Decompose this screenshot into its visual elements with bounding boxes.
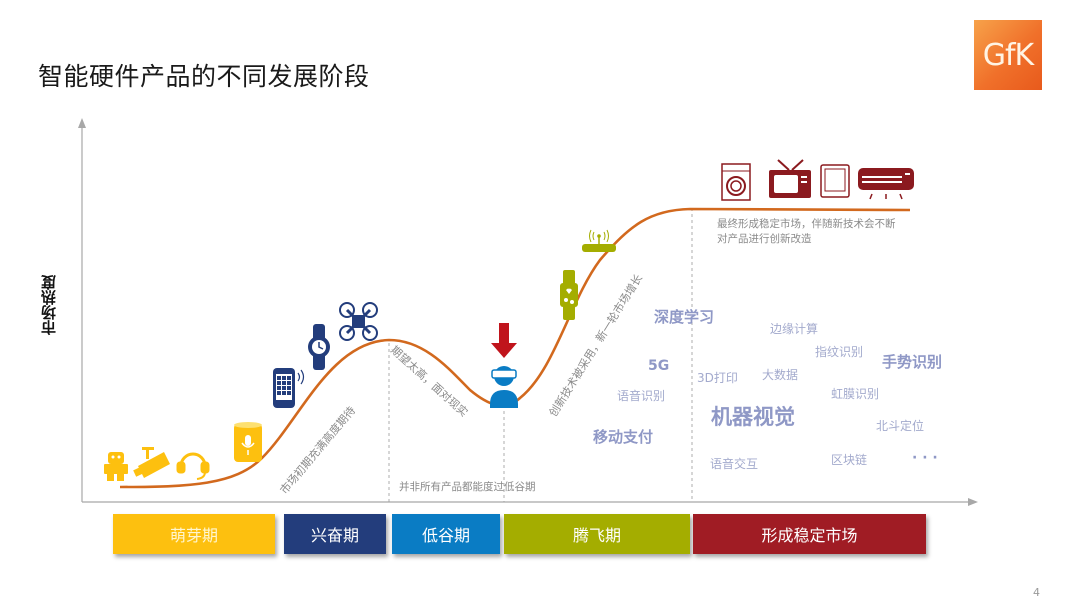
stage-dividers xyxy=(388,208,693,502)
technology-term: 手势识别 xyxy=(882,353,943,371)
tv-icon xyxy=(769,159,811,198)
stage-label: 形成稳定市场 xyxy=(761,526,858,545)
down-arrow-icon xyxy=(491,323,517,358)
smart-speaker-icon xyxy=(234,422,262,462)
technology-term: 语音识别 xyxy=(617,389,666,403)
headset-icon xyxy=(176,452,210,480)
smartwatch-icon xyxy=(273,368,305,408)
stage-3: 低谷期 xyxy=(392,514,500,554)
technology-term: 北斗定位 xyxy=(876,419,925,433)
stage-1: 萌芽期 xyxy=(113,514,275,554)
technology-term: 5G xyxy=(648,358,670,374)
tablet-icon xyxy=(820,164,850,198)
security-camera-icon xyxy=(133,447,170,478)
technology-term: 边缘计算 xyxy=(770,322,819,336)
stage-2: 兴奋期 xyxy=(284,514,386,554)
stage-label: 萌芽期 xyxy=(169,526,218,545)
page-number: 4 xyxy=(1033,586,1040,599)
technology-term: 语音交互 xyxy=(710,457,759,471)
fitness-band-icon xyxy=(560,270,578,320)
technology-term: 深度学习 xyxy=(654,308,715,326)
technology-term: 3D打印 xyxy=(697,371,738,385)
wifi-router-icon xyxy=(582,229,616,252)
stage-4: 腾飞期 xyxy=(504,514,690,554)
logo-text: GfK xyxy=(982,37,1034,73)
annotation-trough-note: 并非所有产品都能度过低谷期 xyxy=(399,481,536,493)
page-title: 智能硬件产品的不同发展阶段 xyxy=(38,62,370,91)
technology-term: · · · xyxy=(912,450,938,466)
technology-term: 移动支付 xyxy=(593,428,654,446)
stage-label: 腾飞期 xyxy=(572,526,621,545)
technology-term: 区块链 xyxy=(831,453,868,467)
technology-term: 机器视觉 xyxy=(711,405,795,429)
robot-icon xyxy=(104,452,128,481)
stage-label: 兴奋期 xyxy=(310,526,359,545)
washing-machine-icon xyxy=(721,163,751,201)
annotation-stable: 最终形成稳定市场，伴随新技术会不断 对产品进行创新改造 xyxy=(717,217,896,247)
axes xyxy=(78,118,978,506)
technology-term: 大数据 xyxy=(762,368,799,382)
gfk-logo: GfK xyxy=(974,20,1042,90)
annotation-stable-line2: 对产品进行创新改造 xyxy=(717,233,812,245)
annotation-stable-line1: 最终形成稳定市场，伴随新技术会不断 xyxy=(717,218,896,230)
drone-icon xyxy=(339,302,378,341)
air-conditioner-icon xyxy=(858,168,914,200)
technology-term: 虹膜识别 xyxy=(831,387,880,401)
stage-5: 形成稳定市场 xyxy=(693,514,926,554)
technology-term: 指纹识别 xyxy=(815,345,864,359)
vr-headset-user-icon xyxy=(490,366,518,408)
wristwatch-icon xyxy=(308,324,330,370)
stage-label: 低谷期 xyxy=(421,526,470,545)
